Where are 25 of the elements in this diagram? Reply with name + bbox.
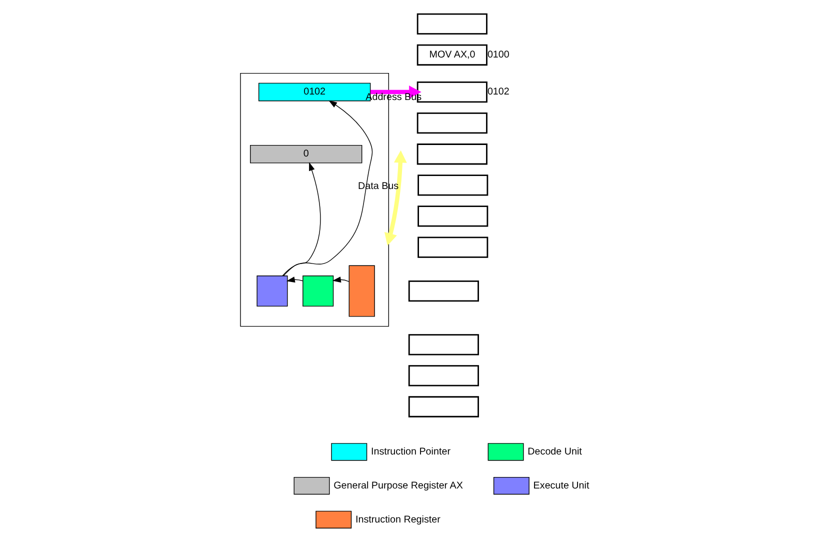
node-box — [408, 365, 478, 386]
node-box — [256, 276, 288, 307]
legend-label: General Purpose Register AX — [333, 480, 462, 492]
arrow — [282, 162, 320, 276]
legend-label: Instruction Register — [354, 514, 440, 526]
node-label: 0100 — [486, 50, 509, 61]
node-box — [416, 112, 487, 134]
arrow — [384, 150, 406, 246]
node-box: 0 — [250, 144, 362, 164]
node-box — [416, 13, 487, 35]
node-box — [416, 144, 487, 165]
node-box — [417, 236, 488, 258]
legend-label: Instruction Pointer — [370, 446, 450, 458]
node-box — [417, 206, 488, 227]
node-box — [302, 276, 334, 307]
legend-label: Decode Unit — [527, 446, 582, 458]
arrow — [282, 100, 372, 276]
node-box: MOV AX,0 — [416, 44, 487, 66]
node-label: 0102 — [486, 86, 509, 98]
node-box — [408, 334, 478, 356]
node-box — [408, 280, 478, 302]
legend-label: Execute Unit — [532, 480, 589, 492]
node-box — [408, 396, 478, 418]
node-box — [348, 265, 374, 317]
node-box — [417, 174, 488, 196]
